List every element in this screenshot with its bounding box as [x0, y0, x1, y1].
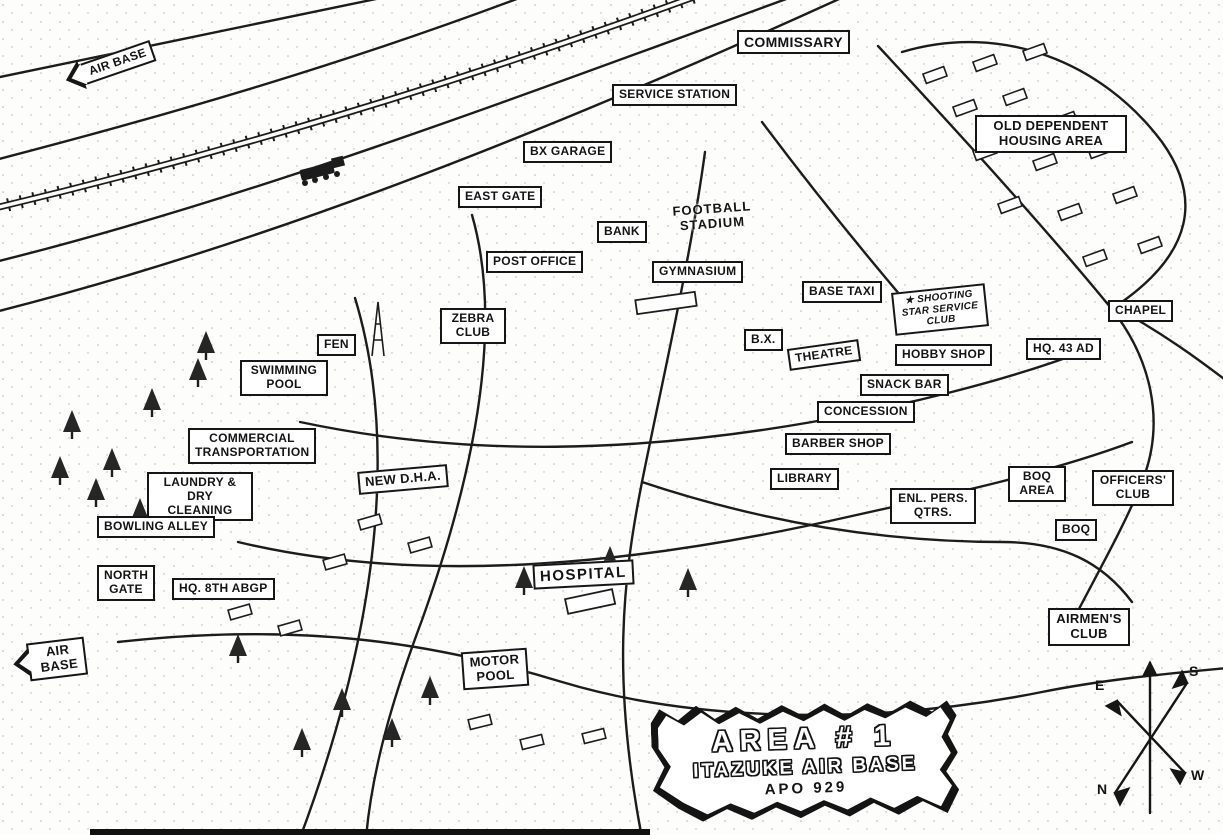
label-boq: BOQ	[1055, 519, 1098, 541]
compass-arrows	[1104, 660, 1189, 815]
label-service-station: SERVICE STATION	[612, 84, 738, 106]
label-hq-43-ad: HQ. 43 AD	[1026, 338, 1101, 360]
compass-rose: E S N W	[1085, 655, 1215, 820]
label-concession: CONCESSION	[817, 401, 915, 423]
label-laundry-dry-cleaning: LAUNDRY & DRY CLEANING	[147, 472, 253, 522]
banner-area-title: AREA # 1	[711, 719, 898, 759]
compass-east: E	[1095, 677, 1105, 693]
banner-apo: APO 929	[764, 778, 848, 799]
label-zebra-club: ZEBRA CLUB	[440, 308, 506, 344]
label-commercial-transportation: COMMERCIAL TRANSPORTATION	[188, 428, 316, 464]
label-chapel: CHAPEL	[1108, 300, 1174, 322]
scan-artifact	[90, 829, 650, 835]
label-library: LIBRARY	[770, 468, 839, 490]
label-swimming-pool: SWIMMING POOL	[240, 360, 328, 396]
air-base-sign-southwest: AIR BASE	[25, 636, 89, 682]
title-banner: AREA # 1 ITAZUKE AIR BASE APO 929	[650, 697, 960, 824]
label-officers-club: OFFICERS' CLUB	[1092, 470, 1174, 506]
label-football-stadium: FOOTBALL STADIUM	[671, 198, 752, 234]
label-hq-8th-abgp: HQ. 8TH ABGP	[172, 578, 275, 600]
label-motor-pool: MOTOR POOL	[460, 647, 530, 691]
compass-north: N	[1097, 781, 1108, 797]
shooting-star-text: SHOOTING STAR SERVICE CLUB	[901, 288, 979, 328]
label-bowling-alley: BOWLING ALLEY	[97, 516, 216, 538]
buildings	[227, 42, 1163, 751]
label-old-dependent-housing-area: OLD DEPENDENT HOUSING AREA	[975, 115, 1127, 153]
label-commissary: COMMISSARY	[737, 30, 850, 55]
train-icon	[299, 155, 346, 186]
label-north-gate: NORTH GATE	[97, 565, 155, 601]
label-base-taxi: BASE TAXI	[802, 281, 882, 303]
compass-west: W	[1191, 767, 1205, 783]
label-fen: FEN	[317, 334, 356, 356]
label-bank: BANK	[597, 221, 647, 243]
label-bx: B.X.	[744, 329, 783, 351]
label-gymnasium: GYMNASIUM	[652, 261, 744, 283]
label-snack-bar: SNACK BAR	[860, 374, 949, 396]
label-east-gate: EAST GATE	[458, 186, 543, 208]
label-hospital: HOSPITAL	[532, 559, 635, 590]
title-banner-inner: AREA # 1 ITAZUKE AIR BASE APO 929	[657, 704, 952, 816]
radio-tower-icon	[371, 301, 385, 357]
railroad	[0, 0, 705, 214]
label-barber-shop: BARBER SHOP	[785, 433, 891, 455]
label-airmens-club: AIRMEN'S CLUB	[1048, 608, 1130, 646]
star-icon: ★	[904, 294, 915, 307]
label-bx-garage: BX GARAGE	[523, 141, 613, 163]
label-hobby-shop: HOBBY SHOP	[895, 344, 993, 366]
compass-south: S	[1189, 663, 1199, 679]
label-enl-pers-qtrs: ENL. PERS. QTRS.	[890, 488, 976, 524]
label-post-office: POST OFFICE	[486, 251, 584, 273]
label-boq-area: BOQ AREA	[1008, 466, 1066, 502]
